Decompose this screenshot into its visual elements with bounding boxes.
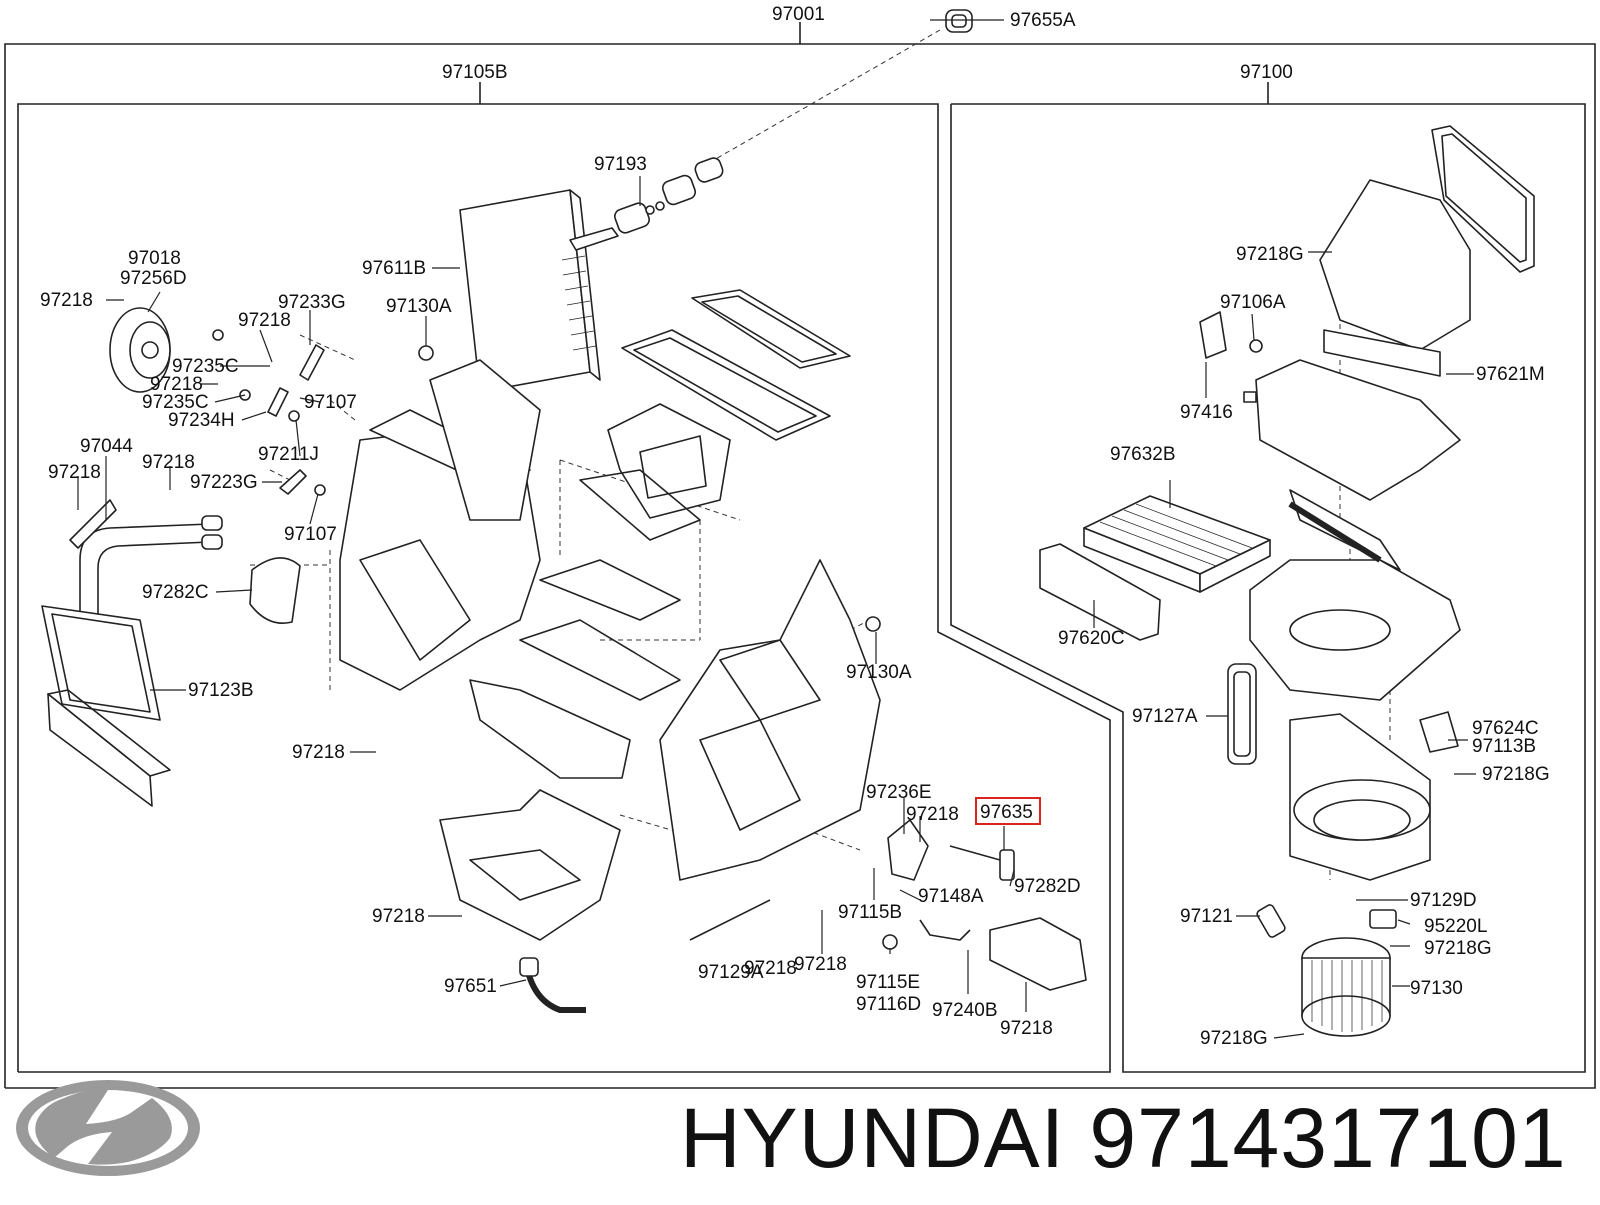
gasket-frame-b xyxy=(621,329,831,441)
callout-label: 97218G xyxy=(1200,1028,1268,1049)
heater-core-97123b-drawing xyxy=(41,605,161,721)
duct-97282c-drawing xyxy=(249,557,301,624)
label-assembly-side: 97655A xyxy=(1010,10,1076,31)
connector-95220l-drawing xyxy=(1369,909,1397,929)
callout-label: 97223G xyxy=(190,472,258,493)
callout-label: 97416 xyxy=(1180,402,1233,423)
callout-label: 97044 xyxy=(80,436,133,457)
callout-label: 97651 xyxy=(444,976,497,997)
lower-case-drawing xyxy=(439,789,621,941)
callout-label: 97218 xyxy=(1000,1018,1053,1039)
intake-case-drawing xyxy=(1255,359,1461,501)
callout-label: 97193 xyxy=(594,154,647,175)
callout-label: 97121 xyxy=(1180,906,1233,927)
part-number-heading: HYUNDAI 9714317101 xyxy=(680,1090,1567,1187)
callout-label: 97235C xyxy=(142,392,209,413)
sensor-97635-drawing xyxy=(999,849,1015,881)
part-number: 9714317101 xyxy=(1089,1091,1567,1185)
callout-label: 97234H xyxy=(168,410,235,431)
callout-label: 97106A xyxy=(1220,292,1286,313)
bracket-97044-drawing xyxy=(69,499,117,549)
intake-housing-drawing xyxy=(1319,179,1471,351)
callout-label: 97130A xyxy=(386,296,452,317)
label-assembly: 97001 xyxy=(772,4,825,25)
callout-label: 97018 xyxy=(128,248,181,269)
blower-unit-frame xyxy=(950,103,1586,1073)
callout-labels: 97001 97655A 97105B 97100 97193 97611B 9… xyxy=(40,4,1550,1049)
part-drawings xyxy=(41,9,1535,1037)
callout-label: 97620C xyxy=(1058,628,1125,649)
callout-label: 97218G xyxy=(1424,938,1492,959)
label-heater-unit: 97105B xyxy=(442,62,508,83)
cover-97620c-drawing xyxy=(1039,543,1161,641)
callout-label: 97218 xyxy=(48,462,101,483)
hose-97121-drawing xyxy=(1256,904,1286,938)
block-97193-drawing xyxy=(661,174,697,206)
resistor-97624c-drawing xyxy=(1419,711,1459,753)
callout-label: 97116D xyxy=(856,994,921,1015)
callout-label: 97282C xyxy=(142,582,209,603)
callout-label-highlighted: 97635 xyxy=(980,802,1033,823)
callout-label: 97611B xyxy=(362,258,426,279)
callout-label: 97218 xyxy=(142,452,195,473)
callout-label: 95220L xyxy=(1424,916,1487,937)
callout-label: 97129D xyxy=(1410,890,1477,911)
leader-lines xyxy=(77,19,1476,1039)
tray-drawing xyxy=(469,679,631,779)
duct-97282d-drawing xyxy=(989,917,1087,991)
outer-frame xyxy=(4,43,1596,1089)
gasket-frame-a xyxy=(691,289,851,369)
callout-label: 97211J xyxy=(258,444,319,465)
callout-label: 97218 xyxy=(906,804,959,825)
callout-label: 97148A xyxy=(918,886,984,907)
callout-label: 97123B xyxy=(188,680,254,701)
callout-label: 97127A xyxy=(1132,706,1198,727)
callout-label: 97233G xyxy=(278,292,346,313)
callout-label: 97218 xyxy=(744,958,797,979)
frame-lines xyxy=(4,22,1596,1089)
callout-label: 97632B xyxy=(1110,444,1176,465)
callout-label: 97218 xyxy=(794,954,847,975)
gasket-97621m-drawing xyxy=(1431,125,1535,273)
actuator-97106a-drawing xyxy=(1199,311,1227,359)
callout-label: 97218 xyxy=(292,742,345,763)
callout-label: 97282D xyxy=(1014,876,1081,897)
callout-label: 97130A xyxy=(846,662,912,683)
callout-label: 97107 xyxy=(304,392,357,413)
callout-label: 97130 xyxy=(1410,978,1463,999)
label-blower-unit: 97100 xyxy=(1240,62,1293,83)
actuator-97236e-drawing xyxy=(887,819,929,881)
callout-label: 97115B xyxy=(838,902,902,923)
heater-unit-frame xyxy=(17,103,1111,1073)
callout-label: 97129A xyxy=(698,962,764,983)
callout-label: 97256D xyxy=(120,268,187,289)
callout-label: 97236E xyxy=(866,782,932,803)
callout-label: 97218G xyxy=(1236,244,1304,265)
callout-label: 97240B xyxy=(932,1000,998,1021)
callout-label: 97113B xyxy=(1472,736,1536,757)
callout-label: 97624C xyxy=(1472,718,1539,739)
callout-label: 97218 xyxy=(238,310,291,331)
callout-label: 97621M xyxy=(1476,364,1545,385)
callout-label: 97218 xyxy=(150,374,203,395)
highlight-box-97635 xyxy=(975,797,1041,825)
callout-label: 97218G xyxy=(1482,764,1550,785)
brand-name: HYUNDAI xyxy=(680,1091,1066,1185)
callout-label: 97115E xyxy=(856,972,920,993)
grommet-97130a-drawing xyxy=(418,345,434,361)
callout-label: 97107 xyxy=(284,524,337,545)
hyundai-logo-icon xyxy=(16,1080,200,1176)
lever-97233g-drawing xyxy=(299,344,325,381)
callout-label: 97218 xyxy=(372,906,425,927)
callout-label: 97235C xyxy=(172,356,239,377)
right-case-drawing xyxy=(659,559,881,881)
callout-label: 97218 xyxy=(40,290,93,311)
